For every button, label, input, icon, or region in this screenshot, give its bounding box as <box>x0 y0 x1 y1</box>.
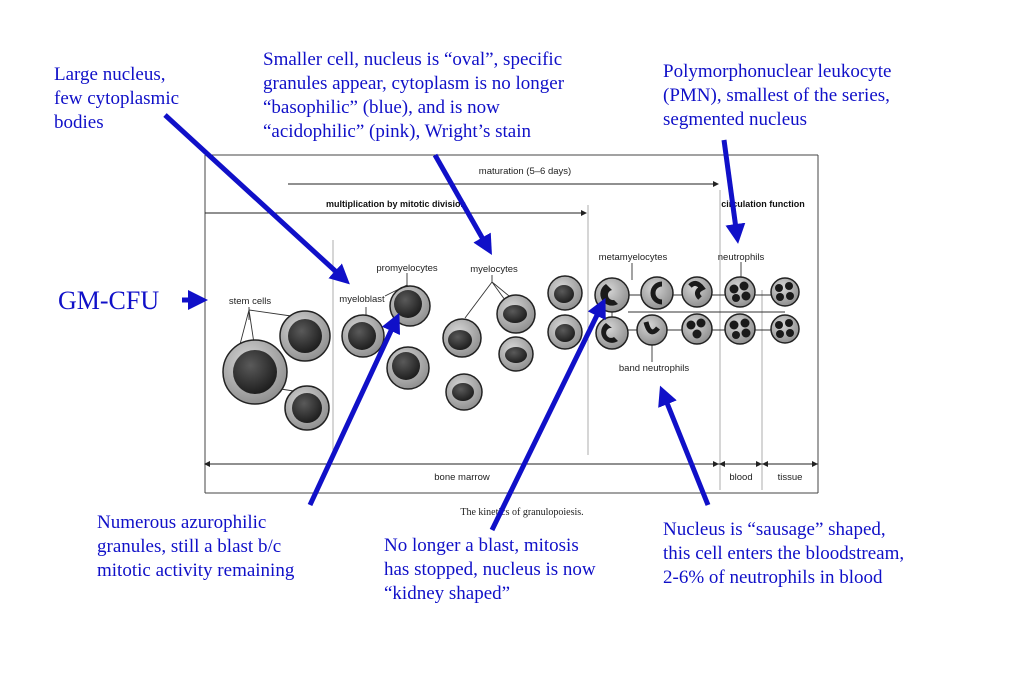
myeloblast-label: myeloblast <box>339 294 385 305</box>
band-neutrophils-label: band neutrophils <box>619 363 689 374</box>
tissue-label: tissue <box>778 472 803 483</box>
metamyelocyte-cell <box>595 316 629 350</box>
band-neutrophil-cell <box>636 314 668 346</box>
band-neutrophil-cell <box>640 276 674 310</box>
cells <box>222 275 800 431</box>
annotation-arrows <box>163 113 746 532</box>
myeloblast-cell <box>341 314 385 358</box>
annotation-azurophilic: Numerous azurophilic granules, still a b… <box>97 512 295 581</box>
bone-marrow-label: bone marrow <box>434 472 490 483</box>
annotation-large-nucleus: Large nucleus, few cytoplasmic bodies <box>54 64 180 133</box>
stem-cells-label: stem cells <box>229 296 271 307</box>
figure-caption: The kinetics of granulopoiesis. <box>460 507 583 518</box>
band-neutrophil-cell <box>681 276 713 308</box>
arrow-to-band-neutrophil <box>658 385 711 506</box>
band-neutrophil-cell <box>681 313 713 345</box>
metamyelocytes-label: metamyelocytes <box>599 252 668 263</box>
myelocyte-cell <box>498 336 534 372</box>
stem-cell <box>279 310 331 362</box>
stem-cell <box>284 385 330 431</box>
myelocyte-cell <box>442 318 482 358</box>
neutrophil-cell <box>724 276 756 308</box>
myelocyte-cell <box>496 294 536 334</box>
myelocyte-cell <box>547 275 583 311</box>
neutrophil-cell <box>770 314 800 344</box>
arrow-to-metamyelocyte <box>489 297 606 532</box>
arrow-to-myeloblast <box>163 113 350 285</box>
neutrophil-cell <box>770 277 800 307</box>
circulation-label: circulation function <box>721 199 805 209</box>
neutrophil-cell <box>724 313 756 345</box>
arrow-to-myelocytes <box>432 153 492 255</box>
promyelocytes-label: promyelocytes <box>376 263 437 274</box>
neutrophils-label: neutrophils <box>718 252 765 263</box>
gm-cfu-label: GM-CFU <box>58 286 160 315</box>
multiplication-label: multiplication by mitotic division <box>326 199 466 209</box>
myelocytes-label: myelocytes <box>470 264 518 275</box>
arrow-to-promyelocyte <box>307 312 401 507</box>
annotation-sausage-nucleus: Nucleus is “sausage” shaped, this cell e… <box>663 519 905 588</box>
stem-cell <box>222 339 288 405</box>
arrow-to-neutrophils <box>721 139 746 244</box>
myelocyte-cell <box>547 314 583 350</box>
annotation-pmn: Polymorphonuclear leukocyte (PMN), small… <box>663 61 892 130</box>
annotation-smaller-cell: Smaller cell, nucleus is “oval”, specifi… <box>263 49 565 142</box>
annotation-no-longer-blast: No longer a blast, mitosis has stopped, … <box>384 535 596 604</box>
blood-label: blood <box>729 472 752 483</box>
promyelocyte-cell <box>386 346 430 390</box>
myelocyte-cell <box>445 373 483 411</box>
maturation-label: maturation (5–6 days) <box>479 166 571 177</box>
